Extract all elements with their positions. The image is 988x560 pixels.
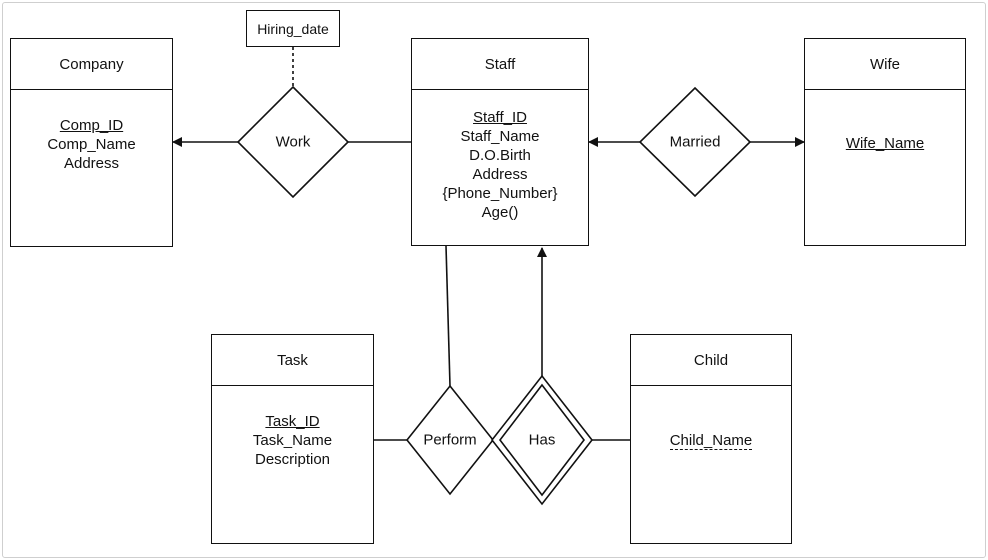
comp-id-primary-key: Comp_ID bbox=[59, 117, 124, 134]
staff-attributes: Staff_ID Staff_Name D.O.Birth Address {P… bbox=[412, 90, 588, 222]
company-attributes: Comp_ID Comp_Name Address bbox=[11, 90, 172, 173]
married-relationship-diamond bbox=[638, 86, 752, 198]
staff-title: Staff bbox=[412, 39, 588, 90]
description-attribute: Description bbox=[254, 451, 331, 468]
perform-relationship-diamond bbox=[405, 384, 495, 496]
task-attributes: Task_ID Task_Name Description bbox=[212, 386, 373, 469]
task-name-attribute: Task_Name bbox=[252, 432, 333, 449]
work-label: Work bbox=[275, 133, 311, 151]
has-identifying-relationship-inner bbox=[498, 383, 586, 497]
task-id-primary-key: Task_ID bbox=[265, 413, 320, 430]
task-title: Task bbox=[212, 335, 373, 386]
task-entity: Task Task_ID Task_Name Description bbox=[211, 334, 374, 544]
child-name-partial-key: Child_Name bbox=[669, 432, 753, 450]
comp-name-attribute: Comp_Name bbox=[47, 136, 136, 153]
work-relationship-diamond bbox=[236, 85, 350, 199]
phone-number-multivalued-attribute: {Phone_Number} bbox=[442, 185, 558, 202]
company-title: Company bbox=[11, 39, 172, 90]
perform-staff-line bbox=[445, 245, 451, 387]
hiring-date-label: Hiring_date bbox=[257, 20, 329, 37]
married-label: Married bbox=[669, 133, 721, 151]
wife-attributes: Wife_Name bbox=[805, 90, 965, 153]
child-title: Child bbox=[631, 335, 791, 386]
company-address-attribute: Address bbox=[63, 155, 120, 172]
wife-title: Wife bbox=[805, 39, 965, 90]
staff-id-primary-key: Staff_ID bbox=[473, 109, 527, 126]
age-derived-attribute: Age() bbox=[481, 204, 519, 221]
wife-entity: Wife Wife_Name bbox=[804, 38, 966, 246]
staff-address-attribute: Address bbox=[472, 166, 528, 183]
staff-name-attribute: Staff_Name bbox=[460, 128, 540, 145]
hiring-date-attribute: Hiring_date bbox=[246, 10, 340, 47]
wife-name-key: Wife_Name bbox=[845, 135, 925, 152]
perform-label: Perform bbox=[423, 431, 477, 449]
child-attributes: Child_Name bbox=[631, 386, 791, 450]
staff-entity: Staff Staff_ID Staff_Name D.O.Birth Addr… bbox=[411, 38, 589, 246]
company-entity: Company Comp_ID Comp_Name Address bbox=[10, 38, 173, 247]
dob-attribute: D.O.Birth bbox=[469, 147, 531, 164]
has-label: Has bbox=[528, 431, 556, 449]
has-identifying-relationship-outer bbox=[490, 374, 594, 506]
child-entity: Child Child_Name bbox=[630, 334, 792, 544]
